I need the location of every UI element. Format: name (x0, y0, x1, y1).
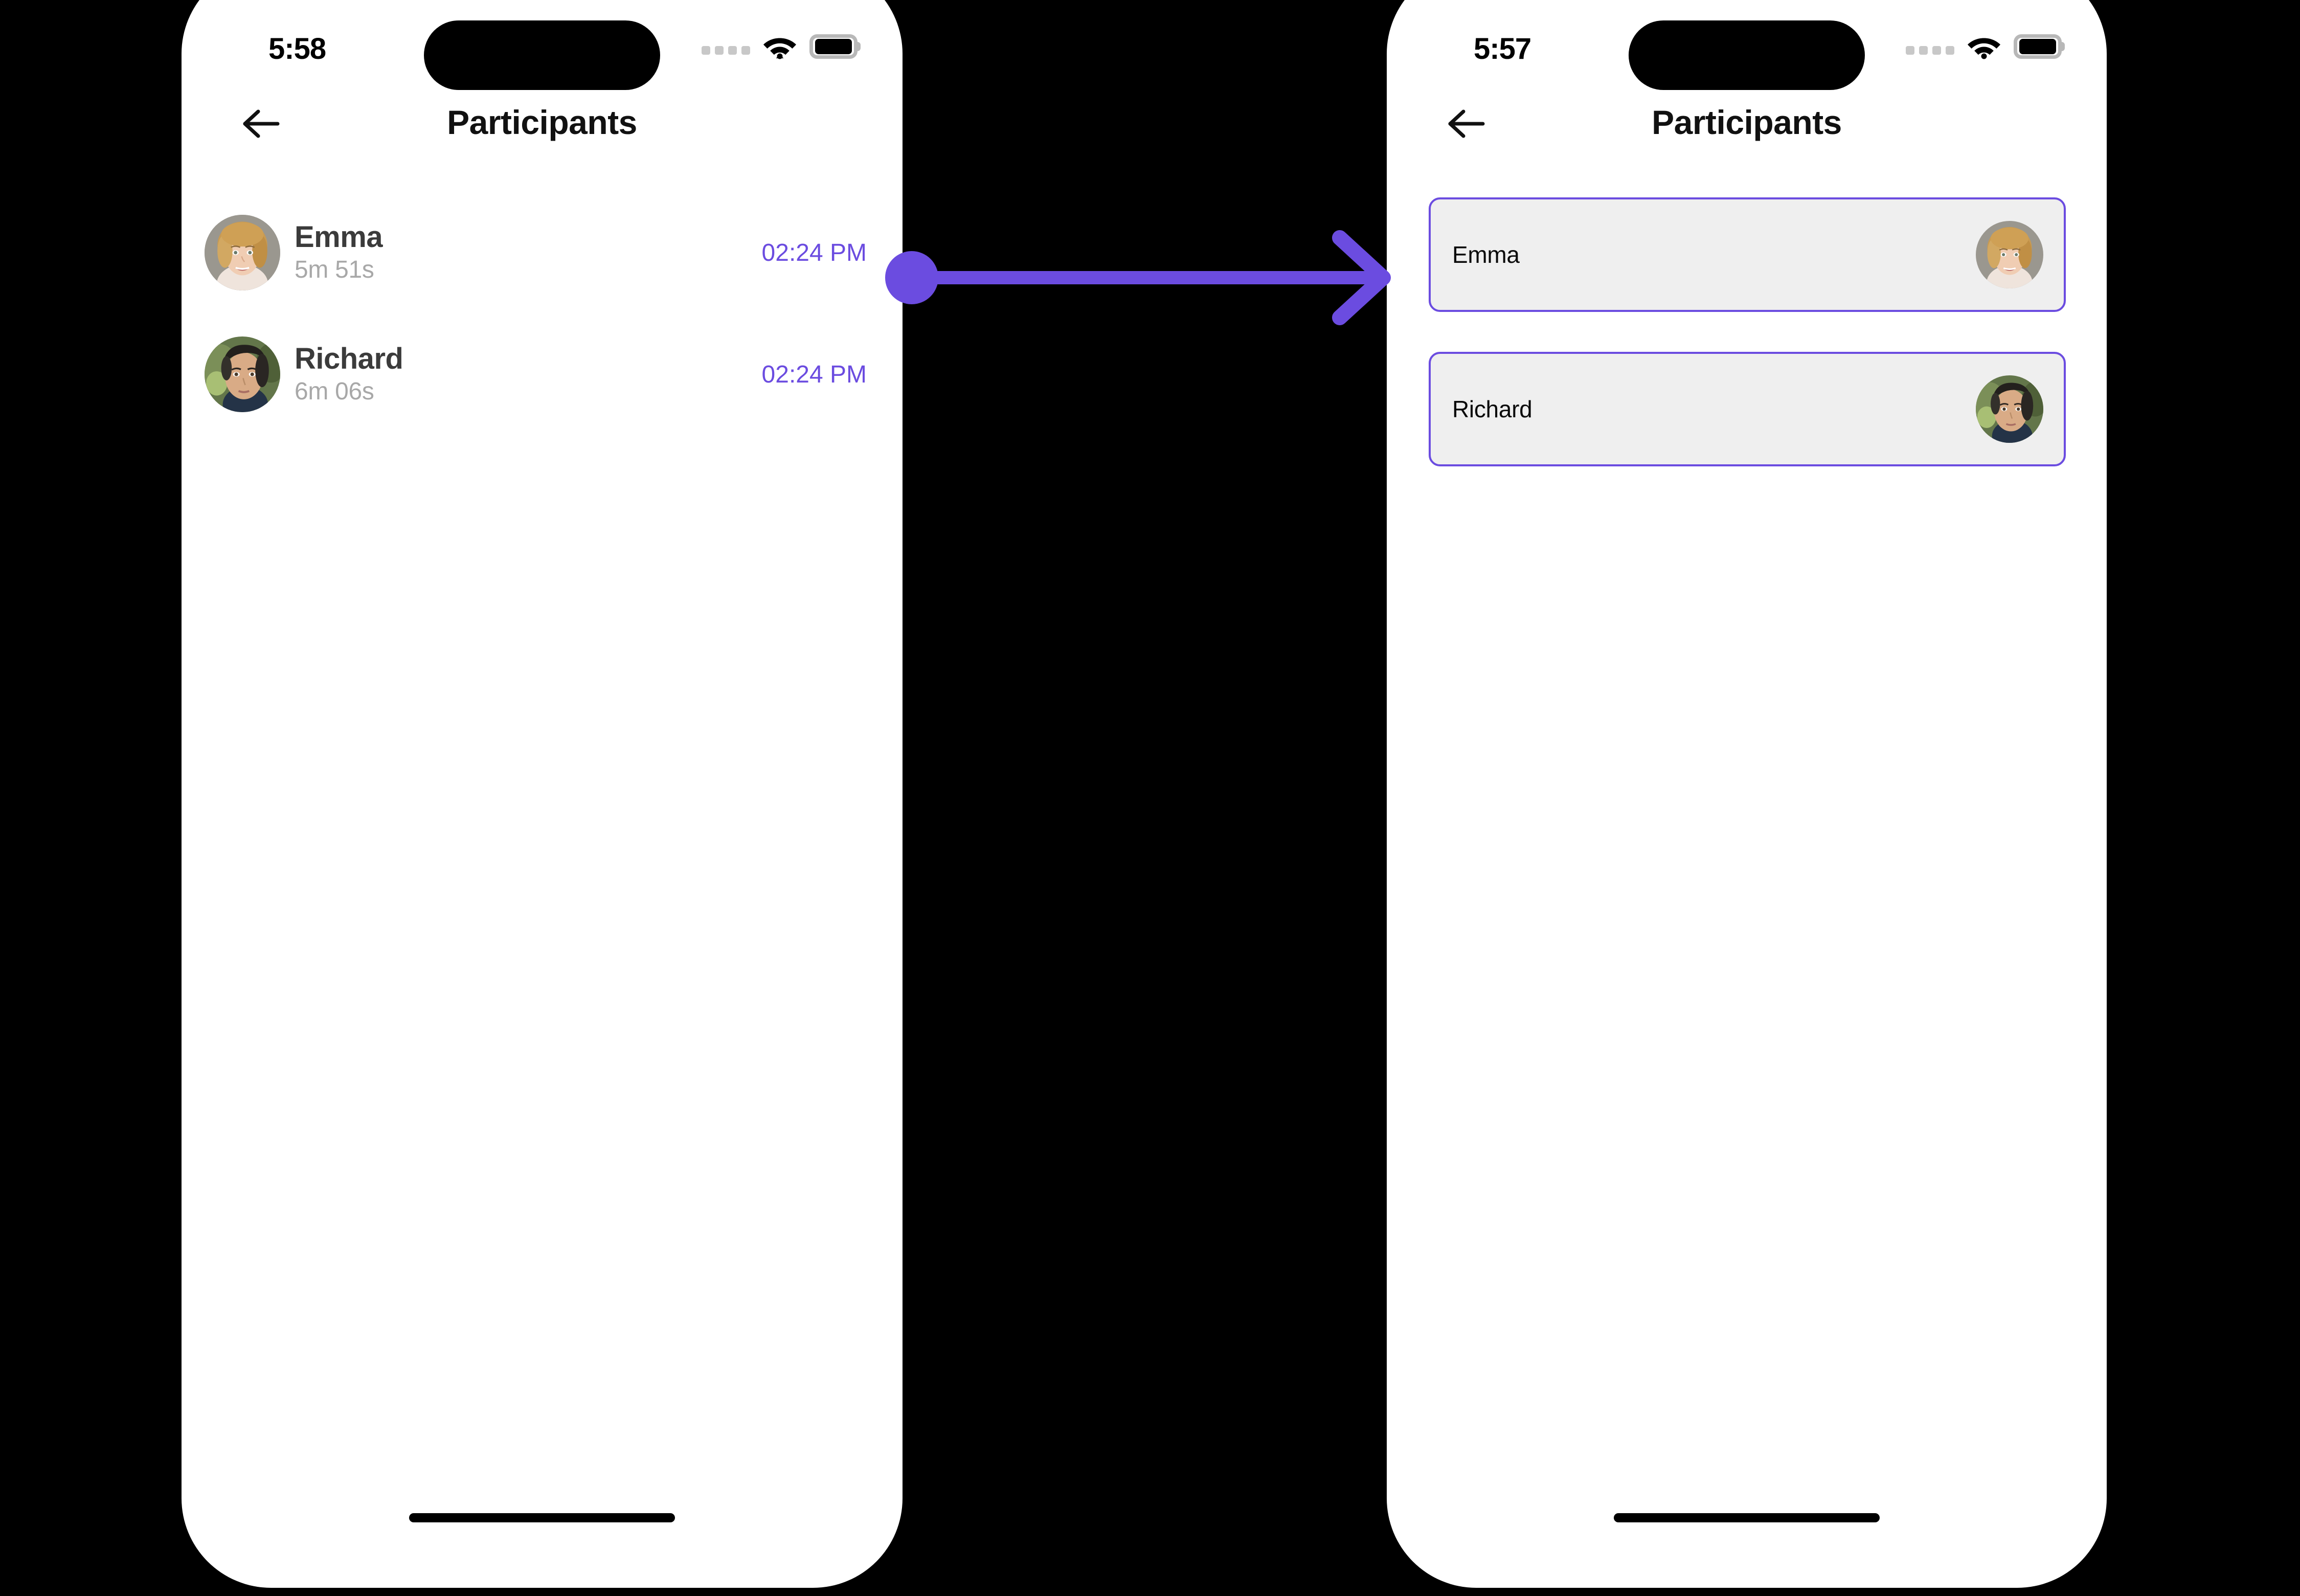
dynamic-island (424, 20, 660, 90)
screen-participants-list: 5:58 (182, 0, 903, 1552)
back-button[interactable] (1443, 101, 1489, 147)
participant-name: Emma (1452, 241, 1520, 268)
cellular-signal-icon (1906, 46, 1954, 55)
status-bar-icons (1906, 34, 2065, 59)
avatar-emma (1976, 221, 2043, 288)
nav-bar: Participants (182, 89, 903, 159)
status-bar-time: 5:57 (1474, 32, 1531, 65)
nav-bar: Participants (1387, 89, 2107, 159)
participant-text: Richard 6m 06s (295, 342, 403, 406)
wifi-icon (762, 34, 797, 59)
participant-timestamp: 02:24 PM (761, 361, 867, 388)
cellular-signal-icon (702, 46, 750, 55)
participant-cards-list: Emma (1429, 197, 2066, 506)
participant-timestamp: 02:24 PM (761, 239, 867, 266)
avatar-richard (205, 336, 280, 412)
status-bar: 5:57 (1387, 0, 2107, 90)
participant-name: Richard (295, 342, 403, 376)
phone-frame-right: 5:57 (1387, 0, 2107, 1588)
participant-duration: 5m 51s (295, 256, 374, 284)
arrow-head (1332, 230, 1391, 325)
status-bar: 5:58 (182, 0, 903, 90)
participant-duration: 6m 06s (295, 378, 374, 406)
dynamic-island (1629, 20, 1865, 90)
home-indicator (409, 1513, 675, 1522)
list-item[interactable]: Emma 5m 51s 02:24 PM (182, 192, 903, 313)
back-button[interactable] (238, 101, 284, 147)
status-bar-icons (702, 34, 861, 59)
avatar-richard (1976, 375, 2043, 443)
transition-arrow (869, 225, 1411, 343)
participant-name: Emma (295, 220, 383, 254)
participants-list: Emma 5m 51s 02:24 PM (182, 192, 903, 435)
status-bar-time: 5:58 (268, 32, 326, 65)
screen-participants-cards: 5:57 (1387, 0, 2107, 1552)
battery-full-icon (2014, 34, 2065, 59)
participant-name: Richard (1452, 396, 1532, 422)
battery-full-icon (809, 34, 861, 59)
participant-card[interactable]: Emma (1429, 197, 2066, 312)
wifi-icon (1967, 34, 2001, 59)
page-title: Participants (1652, 103, 1842, 141)
list-item[interactable]: Richard 6m 06s 02:24 PM (182, 313, 903, 435)
home-indicator (1614, 1513, 1880, 1522)
phone-frame-left: 5:58 (182, 0, 903, 1588)
avatar-emma (205, 215, 280, 290)
participant-text: Emma 5m 51s (295, 220, 383, 284)
participant-card[interactable]: Richard (1429, 352, 2066, 466)
page-title: Participants (447, 103, 637, 141)
